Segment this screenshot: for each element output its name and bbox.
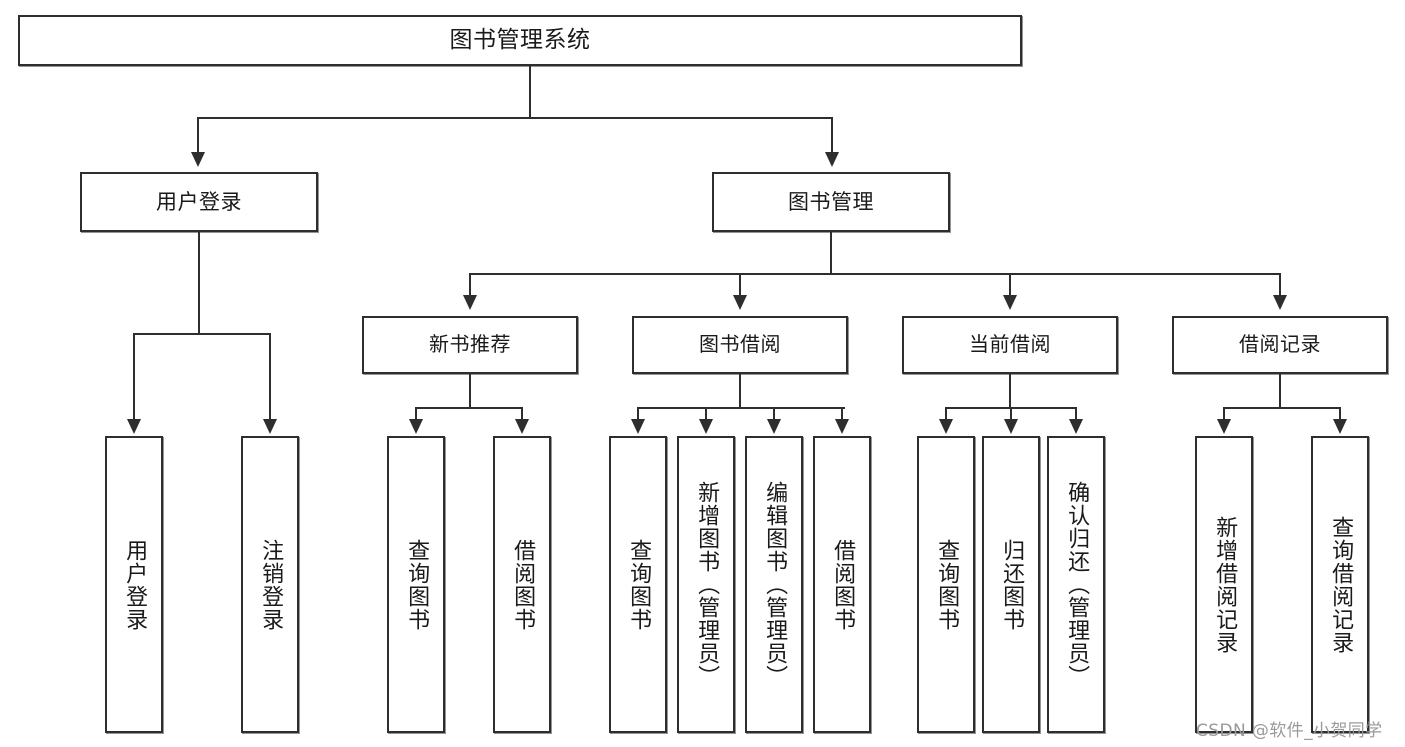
edge-nbr-stem (469, 374, 471, 408)
arrow-bb-to-leaf-2 (767, 419, 781, 434)
arrow-bb-to-leaf-1 (699, 419, 713, 434)
edge-br-bar (1223, 407, 1341, 409)
node-book-borrow[interactable]: 图书借阅 (632, 316, 848, 374)
arrow-br-to-leaf-1 (1333, 419, 1347, 434)
edge-root-to-book-management (831, 117, 833, 155)
arrow-user-login-to-leaf-0 (127, 419, 141, 434)
arrow-bm-to-new-book-recommend (463, 295, 477, 310)
edge-bb-to-leaf-3 (841, 407, 843, 421)
edge-bm-to-current-borrow (1009, 273, 1011, 297)
edge-bb-stem (739, 374, 741, 408)
leaf-user-logout[interactable]: 注销登录 (241, 436, 299, 733)
arrow-bm-to-book-borrow (733, 295, 747, 310)
edge-bb-to-leaf-0 (637, 407, 639, 421)
arrow-cb-to-leaf-0 (939, 419, 953, 434)
edge-cb-to-leaf-1 (1010, 407, 1012, 421)
edge-br-to-leaf-0 (1223, 407, 1225, 421)
arrow-cb-to-leaf-2 (1069, 419, 1083, 434)
edge-br-stem (1279, 374, 1281, 408)
edge-nbr-to-leaf-1 (521, 407, 523, 421)
edge-br-to-leaf-1 (1339, 407, 1341, 421)
leaf-query-book-3[interactable]: 查询图书 (917, 436, 975, 733)
edge-root-stem (529, 66, 531, 118)
edge-bm-to-new-book-recommend (469, 273, 471, 297)
node-label: 借阅记录 (1239, 332, 1321, 357)
node-user-login[interactable]: 用户登录 (80, 172, 318, 232)
leaf-borrow-book-1[interactable]: 借阅图书 (493, 436, 551, 733)
edge-nbr-bar (415, 407, 523, 409)
leaf-query-book-2[interactable]: 查询图书 (609, 436, 667, 733)
arrow-bm-to-current-borrow (1003, 295, 1017, 310)
arrow-bm-to-borrow-record (1273, 295, 1287, 310)
leaf-query-record[interactable]: 查询借阅记录 (1311, 436, 1369, 733)
node-label: 图书管理 (788, 189, 874, 214)
node-current-borrow[interactable]: 当前借阅 (902, 316, 1118, 374)
node-book-management[interactable]: 图书管理 (712, 172, 950, 232)
arrow-bb-to-leaf-3 (835, 419, 849, 434)
node-label: 注销登录 (258, 538, 284, 631)
edge-bb-to-leaf-2 (773, 407, 775, 421)
node-label: 查询图书 (404, 538, 430, 631)
node-label: 当前借阅 (969, 332, 1051, 357)
arrow-nbr-to-leaf-1 (515, 419, 529, 434)
edge-bm-to-borrow-record (1279, 273, 1281, 297)
edge-user-login-bar (133, 333, 270, 335)
arrow-bb-to-leaf-0 (631, 419, 645, 434)
csdn-watermark: CSDN @软件_小贺同学 (1196, 721, 1383, 741)
arrow-nbr-to-leaf-0 (409, 419, 423, 434)
node-label: 新书推荐 (429, 332, 511, 357)
node-borrow-record[interactable]: 借阅记录 (1172, 316, 1388, 374)
edge-book-management-stem (830, 232, 832, 274)
edge-bb-to-leaf-1 (705, 407, 707, 421)
edge-cb-to-leaf-2 (1075, 407, 1077, 421)
edge-root-to-user-login (197, 117, 199, 155)
arrow-br-to-leaf-0 (1217, 419, 1231, 434)
edge-book-management-bar (469, 273, 1281, 275)
node-new-book-recommend[interactable]: 新书推荐 (362, 316, 578, 374)
arrow-root-to-user-login (191, 152, 205, 167)
node-label: 用户登录 (122, 538, 148, 631)
node-label: 图书借阅 (699, 332, 781, 357)
node-label: 查询图书 (934, 538, 960, 631)
arrow-root-to-book-management (825, 152, 839, 167)
arrow-cb-to-leaf-1 (1004, 419, 1018, 434)
edge-cb-to-leaf-0 (945, 407, 947, 421)
leaf-add-book[interactable]: 新增图书（管理员） (677, 436, 735, 733)
node-label: 新增借阅记录 (1212, 515, 1238, 654)
leaf-add-record[interactable]: 新增借阅记录 (1195, 436, 1253, 733)
edge-user-login-to-leaf-0 (133, 333, 135, 421)
leaf-edit-book[interactable]: 编辑图书（管理员） (745, 436, 803, 733)
arrow-user-login-to-leaf-1 (263, 419, 277, 434)
edge-root-bar (197, 117, 833, 119)
node-label: 归还图书 (999, 538, 1025, 631)
leaf-user-login[interactable]: 用户登录 (105, 436, 163, 733)
node-label: 新增图书（管理员） (694, 481, 720, 688)
edge-user-login-to-leaf-1 (269, 333, 271, 421)
edge-bb-bar (637, 407, 845, 409)
node-label: 图书管理系统 (449, 26, 591, 53)
edge-nbr-to-leaf-0 (415, 407, 417, 421)
node-label: 查询图书 (626, 538, 652, 631)
node-label: 确认归还（管理员） (1064, 481, 1090, 688)
node-root-system[interactable]: 图书管理系统 (18, 15, 1022, 66)
edge-cb-stem (1009, 374, 1011, 408)
node-label: 编辑图书（管理员） (762, 481, 788, 688)
edge-bm-to-book-borrow (739, 273, 741, 297)
leaf-confirm-return[interactable]: 确认归还（管理员） (1047, 436, 1105, 733)
node-label: 用户登录 (156, 189, 242, 214)
node-label: 借阅图书 (510, 538, 536, 631)
edge-user-login-stem (198, 232, 200, 334)
leaf-return-book[interactable]: 归还图书 (982, 436, 1040, 733)
node-label: 借阅图书 (830, 538, 856, 631)
leaf-borrow-book-2[interactable]: 借阅图书 (813, 436, 871, 733)
node-label: 查询借阅记录 (1328, 515, 1354, 654)
leaf-query-book-1[interactable]: 查询图书 (387, 436, 445, 733)
